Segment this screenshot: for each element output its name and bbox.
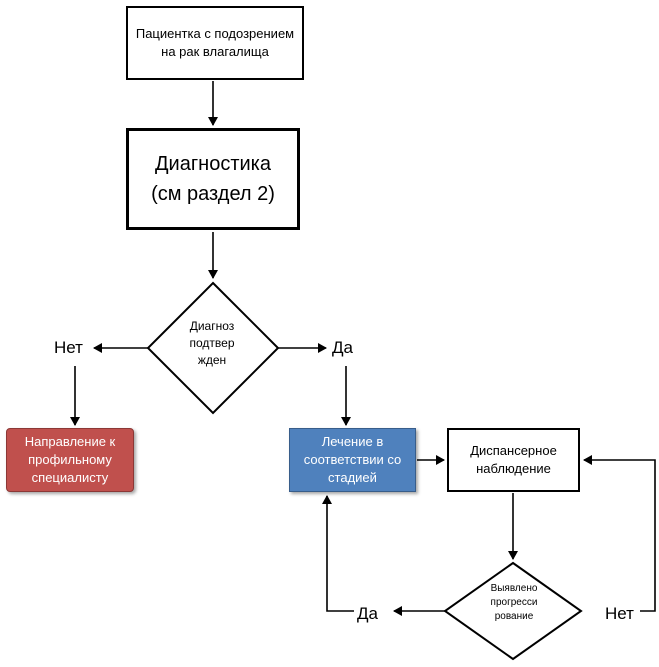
node-suspected-patient-label: Пациентка с подозрением на рак влагалища xyxy=(135,26,295,59)
edge-label-yes-bottom: Да xyxy=(357,604,378,623)
decision-diagnosis-confirmed-label: Диагноз подтвер жден xyxy=(189,318,235,367)
edge-label-no-bottom: Нет xyxy=(605,604,634,623)
node-suspected-patient: Пациентка с подозрением на рак влагалища xyxy=(126,6,304,80)
decision-diagnosis-confirmed: Диагноз подтвер жден xyxy=(162,300,262,386)
decision-diagnosis-confirmed-shape xyxy=(146,281,280,415)
decision-progression: Выявлено прогресси рование xyxy=(470,568,558,638)
edge-yes-to-treatment-loop xyxy=(322,495,354,612)
edge-label-no: Нет xyxy=(54,338,83,357)
node-treatment-label: Лечение в соответствии со стадией xyxy=(303,434,402,485)
node-followup-label: Диспансерное наблюдение xyxy=(470,443,557,476)
decision-progression-shape xyxy=(443,561,583,661)
node-followup: Диспансерное наблюдение xyxy=(447,428,580,492)
node-referral: Направление к профильному специалисту xyxy=(6,428,134,492)
decision-progression-label: Выявлено прогресси рование xyxy=(490,583,538,622)
node-diagnostics: Диагностика (см раздел 2) xyxy=(126,128,300,230)
edge-label-yes: Да xyxy=(332,338,353,357)
edge-no-to-followup-loop xyxy=(583,455,656,612)
node-treatment: Лечение в соответствии со стадией xyxy=(289,428,416,492)
node-diagnostics-label: Диагностика (см раздел 2) xyxy=(151,153,275,205)
node-referral-label: Направление к профильному специалисту xyxy=(24,434,116,485)
